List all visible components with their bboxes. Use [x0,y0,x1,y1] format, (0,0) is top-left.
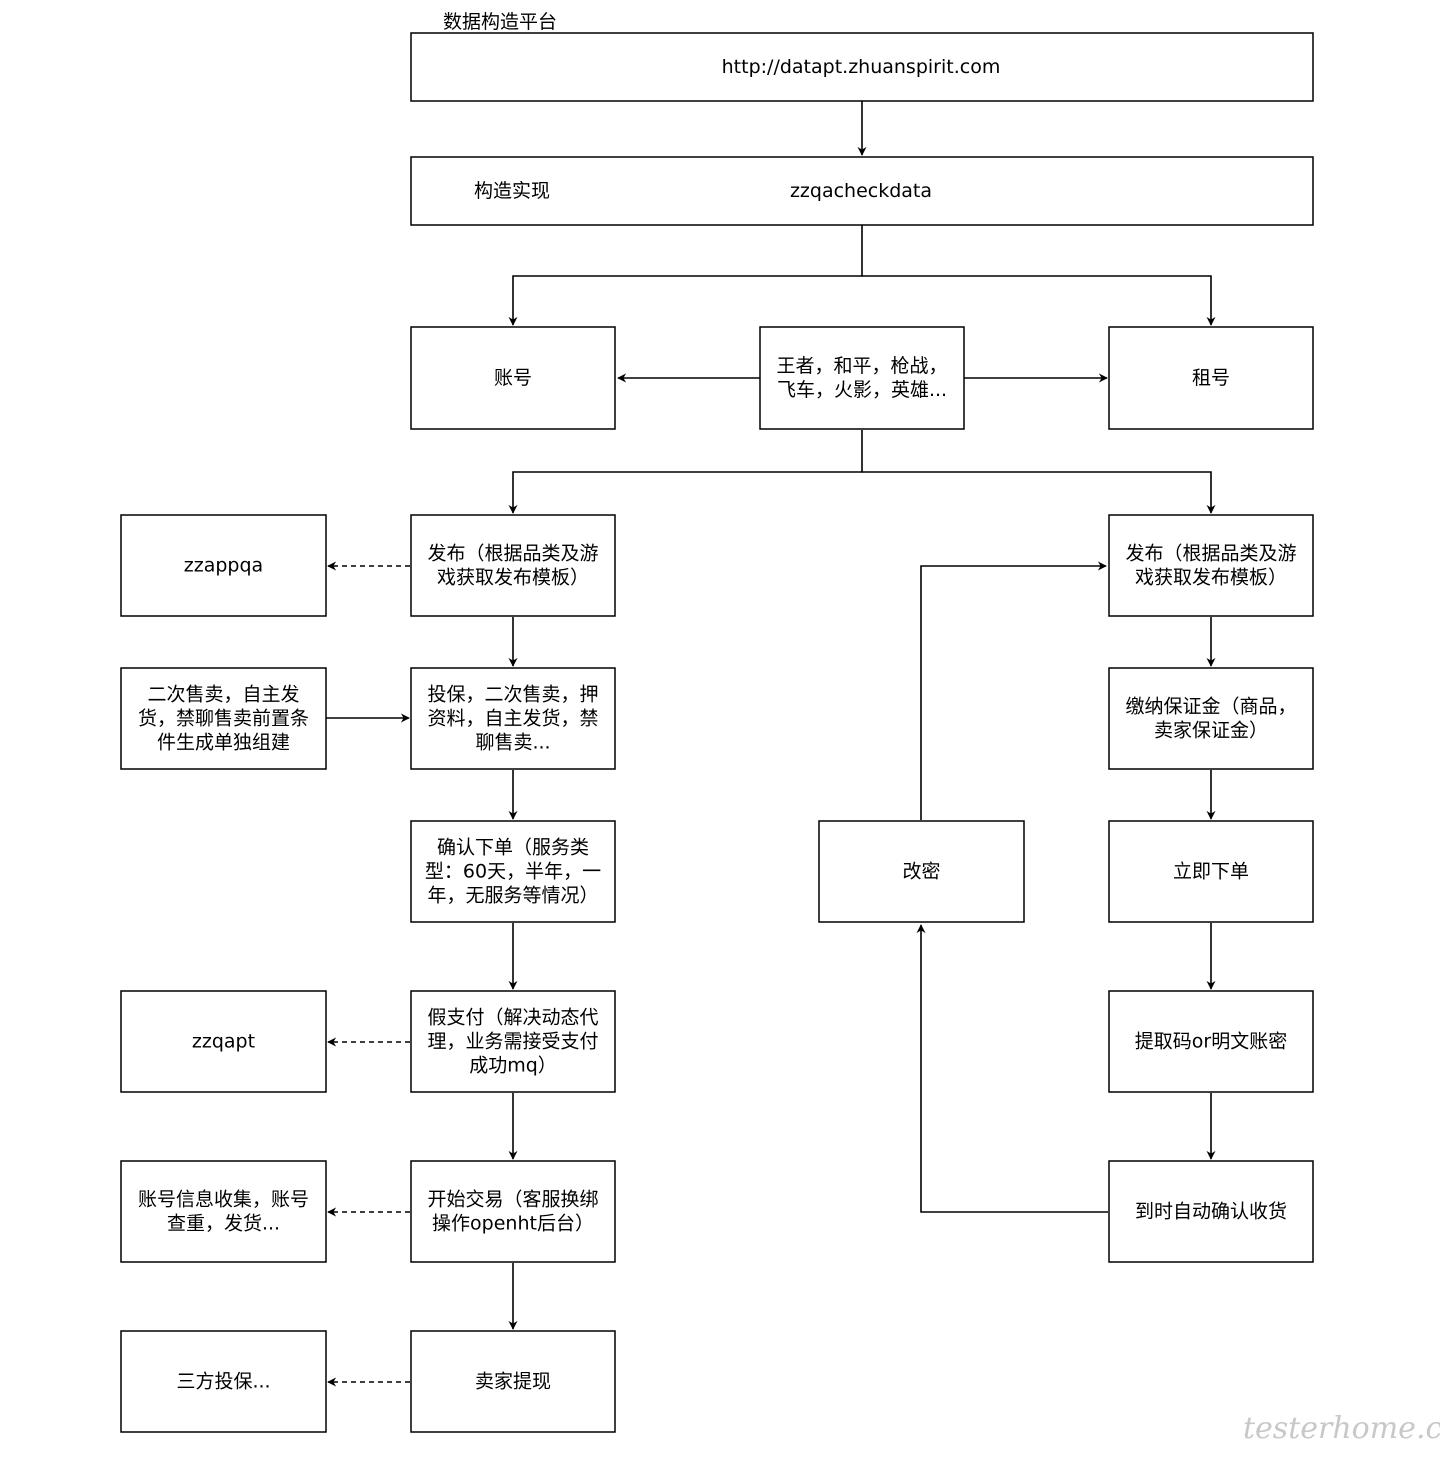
node-third-party: 三方投保... [120,1330,327,1433]
edge-impl-to-account [508,225,863,326]
node-insure-line: 投保，二次售卖，押 [427,684,598,706]
node-fake-pay-line: 理，业务需接受支付 [427,1031,598,1053]
node-publish-right-line: 发布（根据品类及游 [1125,543,1296,565]
node-withdraw-line: 卖家提现 [475,1371,551,1393]
node-publish-left-box [410,514,616,617]
node-deposit-line: 缴纳保证金（商品， [1125,696,1296,718]
edge-changepwd-to-publishr [920,561,1107,820]
node-resale-prereq-line: 件生成单独组建 [157,732,290,754]
node-impl-value-line: zzqacheckdata [790,180,932,202]
node-zzqapt-box [120,990,327,1093]
node-acct-info: 账号信息收集，账号查重，发货... [120,1160,327,1263]
node-acct-info-line: 账号信息收集，账号 [138,1189,309,1211]
node-withdraw-box [410,1330,616,1433]
node-fake-pay-box [410,990,616,1093]
node-pickup-code-line: 提取码or明文账密 [1135,1031,1287,1053]
node-start-trade-line: 操作openht后台） [432,1213,594,1235]
node-publish-right-line: 戏获取发布模板） [1135,567,1287,589]
node-account-box [410,326,616,430]
node-pickup-code: 提取码or明文账密 [1108,990,1314,1093]
node-withdraw: 卖家提现 [410,1330,616,1433]
node-auto-confirm: 到时自动确认收货 [1108,1160,1314,1263]
node-insure-box [410,667,616,770]
node-auto-confirm-line: 到时自动确认收货 [1135,1201,1287,1223]
node-url-line: http://datapt.zhuanspirit.com [722,56,1001,78]
node-change-pwd-box [818,820,1025,923]
node-games-line: 飞车，火影，英雄... [777,379,947,401]
edge-autoconfirm-to-changepwd [916,924,1108,1213]
node-zzappqa: zzappqa [120,514,327,617]
watermark: testerhome.com [1243,1411,1440,1446]
node-auto-confirm-box [1108,1160,1314,1263]
node-rent: 租号 [1108,326,1314,430]
node-insure: 投保，二次售卖，押资料，自主发货，禁聊售卖... [410,667,616,770]
node-fake-pay-line: 假支付（解决动态代 [427,1007,598,1029]
node-third-party-box [120,1330,327,1433]
node-resale-prereq-line: 货，禁聊售卖前置条 [138,708,309,730]
node-account-line: 账号 [494,367,532,389]
node-zzqapt-line: zzqapt [192,1031,255,1053]
node-publish-left-line: 戏获取发布模板） [437,567,589,589]
node-insure-line: 聊售卖... [475,732,550,754]
node-start-trade-line: 开始交易（客服换绑 [427,1189,598,1211]
diagram-title: 数据构造平台 [443,11,557,33]
node-insure-line: 资料，自主发货，禁 [427,708,598,730]
node-confirm-order-line: 确认下单（服务类 [437,837,589,859]
node-impl-label-line: 构造实现 [474,180,550,202]
edge-games-to-publish-right [862,471,1216,514]
node-zzqapt: zzqapt [120,990,327,1093]
node-games: 王者，和平，枪战，飞车，火影，英雄... [759,326,965,430]
node-deposit-line: 卖家保证金） [1154,720,1268,742]
node-impl-label: 构造实现 [474,180,550,202]
node-acct-info-box [120,1160,327,1263]
node-deposit: 缴纳保证金（商品，卖家保证金） [1108,667,1314,770]
node-confirm-order-line: 型：60天，半年，一 [425,861,601,883]
node-account: 账号 [410,326,616,430]
node-deposit-box [1108,667,1314,770]
node-impl-box [410,156,1314,226]
node-order-now: 立即下单 [1108,820,1314,923]
node-publish-left-line: 发布（根据品类及游 [427,543,598,565]
node-change-pwd-line: 改密 [902,861,940,883]
node-zzappqa-box [120,514,327,617]
node-publish-right-box [1108,514,1314,617]
node-rent-box [1108,326,1314,430]
node-order-now-line: 立即下单 [1173,861,1249,883]
node-url-box [410,32,1314,102]
node-rent-line: 租号 [1192,367,1230,389]
node-confirm-order-line: 年，无服务等情况） [427,885,598,907]
edge-impl-to-rent [862,275,1216,326]
node-resale-prereq-line: 二次售卖，自主发 [147,684,299,706]
nodes: http://datapt.zhuanspirit.com 构造实现 zzqache… [120,32,1314,1433]
node-change-pwd: 改密 [818,820,1025,923]
node-third-party-line: 三方投保... [176,1371,270,1393]
node-acct-info-line: 查重，发货... [167,1213,280,1235]
node-resale-prereq-box [120,667,327,770]
node-confirm-order-box [410,820,616,923]
node-url: http://datapt.zhuanspirit.com [410,32,1314,102]
node-zzappqa-line: zzappqa [184,555,263,577]
node-pickup-code-box [1108,990,1314,1093]
node-order-now-box [1108,820,1314,923]
node-games-box [759,326,965,430]
node-start-trade-box [410,1160,616,1263]
edges [326,101,1216,1387]
edge-games-to-publish-left [508,430,863,514]
node-games-line: 王者，和平，枪战， [776,355,947,377]
node-fake-pay-line: 成功mq） [469,1055,557,1077]
node-impl-value: zzqacheckdata [790,180,932,202]
